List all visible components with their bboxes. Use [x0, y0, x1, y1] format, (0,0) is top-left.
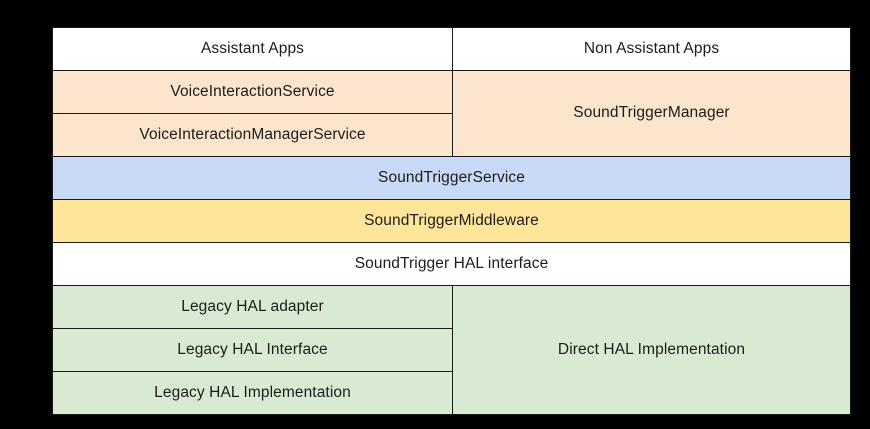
- layer-row: Legacy HAL Interface: [52, 328, 851, 372]
- layer-cell-voiceinteractionmanagerservice: VoiceInteractionManagerService: [52, 113, 453, 157]
- layer-row: SoundTriggerService: [52, 156, 851, 200]
- layer-cell-soundtriggermanager: SoundTriggerManager: [452, 70, 851, 157]
- layer-row: VoiceInteractionManagerService: [52, 113, 851, 157]
- layer-cell-non-assistant-apps: Non Assistant Apps: [452, 27, 851, 71]
- layer-cell-legacy-hal-implementation: Legacy HAL Implementation: [52, 371, 453, 415]
- layer-cell-voiceinteractionservice: VoiceInteractionService: [52, 70, 453, 114]
- layer-cell-soundtrigger-hal-interface: SoundTrigger HAL interface: [52, 242, 851, 286]
- layer-cell-legacy-hal-interface: Legacy HAL Interface: [52, 328, 453, 372]
- layer-row: SoundTrigger HAL interface: [52, 242, 851, 286]
- layer-cell-direct-hal-implementation: Direct HAL Implementation: [452, 285, 851, 415]
- layer-cell-soundtriggerservice: SoundTriggerService: [52, 156, 851, 200]
- layer-cell-soundtriggermiddleware: SoundTriggerMiddleware: [52, 199, 851, 243]
- layer-row: SoundTriggerMiddleware: [52, 199, 851, 243]
- layer-row: Legacy HAL Implementation: [52, 371, 851, 415]
- layer-cell-legacy-hal-adapter: Legacy HAL adapter: [52, 285, 453, 329]
- layer-cell-assistant-apps: Assistant Apps: [52, 27, 453, 71]
